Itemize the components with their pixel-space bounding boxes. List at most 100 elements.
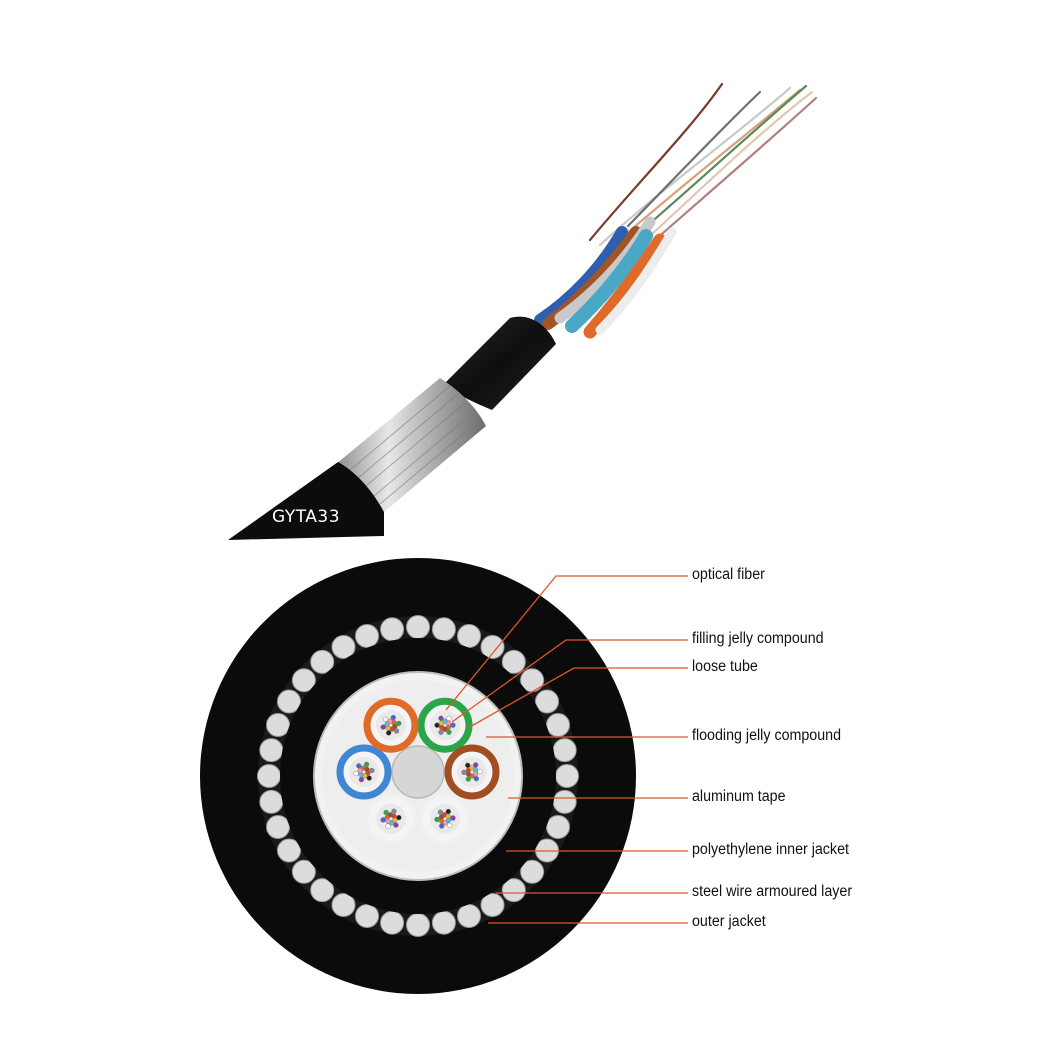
callout-optical-fiber: optical fiber — [692, 566, 765, 583]
steel-wire — [431, 617, 456, 642]
filling-jelly — [430, 803, 460, 834]
optical-fiber — [387, 718, 393, 724]
optical-fiber — [447, 822, 453, 828]
optical-fiber — [434, 816, 440, 823]
optical-fiber — [445, 808, 451, 815]
optical-fiber — [393, 822, 399, 828]
optical-fiber — [391, 808, 397, 814]
optical-fiber — [380, 817, 386, 823]
callout-filling-jelly-compound: filling jelly compound — [692, 630, 824, 647]
optical-fiber — [386, 730, 392, 736]
optical-fiber — [356, 763, 362, 769]
filling-jelly — [376, 803, 406, 834]
steel-wire — [291, 668, 316, 693]
steel-wire — [552, 789, 577, 814]
steel-wire — [259, 789, 284, 814]
steel-wire — [501, 878, 526, 903]
steel-wire — [406, 615, 430, 639]
central-strength-member — [391, 745, 445, 799]
steel-wire — [266, 815, 290, 839]
steel-wire — [431, 910, 456, 935]
leader-filling-jelly — [451, 639, 688, 723]
cross-section — [200, 558, 636, 994]
steel-wire — [535, 689, 559, 714]
steel-wire — [480, 893, 505, 917]
steel-wire — [331, 635, 356, 659]
leader-lines — [445, 575, 688, 924]
optical-fiber — [396, 720, 402, 727]
steel-wire — [501, 649, 526, 674]
optical-fiber — [446, 715, 452, 721]
steel-wire — [380, 617, 405, 642]
optical-fiber — [438, 729, 444, 735]
steel-wire — [546, 815, 570, 839]
filling-jelly — [349, 757, 379, 787]
steel-wire — [355, 624, 379, 648]
loose-tubes-side — [534, 216, 677, 339]
optical-fiber — [364, 761, 370, 768]
steel-wire — [277, 838, 301, 863]
steel-wire — [380, 910, 405, 935]
optical-fiber — [382, 716, 389, 723]
filling-jelly — [430, 710, 460, 741]
cable-model-label: GYTA33 — [272, 507, 341, 527]
optical-fiber — [446, 729, 452, 735]
optical-fiber — [442, 820, 449, 826]
steel-wire — [277, 689, 301, 714]
inner-jacket-side — [444, 316, 556, 410]
filling-jelly — [457, 757, 487, 787]
steel-wire — [480, 635, 505, 659]
steel-wire — [546, 713, 570, 737]
optical-fiber — [465, 762, 471, 768]
callout-outer-jacket: outer jacket — [692, 913, 766, 930]
steel-wire-strands — [349, 385, 481, 505]
callout-flooding-jelly-compound: flooding jelly compound — [692, 727, 842, 744]
steel-wire — [555, 764, 579, 788]
steel-wire — [310, 878, 335, 903]
callout-loose-tube: loose tube — [692, 658, 758, 675]
optical-fiber — [473, 771, 479, 777]
optical-fiber — [477, 768, 483, 775]
optical-fiber — [450, 722, 456, 728]
optical-fiber — [396, 814, 402, 821]
steel-wire — [257, 764, 281, 788]
optical-fiber — [465, 776, 471, 782]
steel-wire — [291, 859, 316, 884]
steel-wire-ring — [257, 615, 579, 937]
optical-fiber — [445, 720, 452, 726]
steel-wire — [331, 893, 356, 917]
optical-fiber — [461, 769, 467, 776]
optical-fiber — [437, 809, 444, 815]
steel-wire — [457, 904, 481, 928]
steel-wire — [457, 624, 481, 648]
filling-jelly — [376, 710, 406, 741]
steel-wire — [406, 913, 430, 937]
cable-side-view — [228, 82, 818, 540]
optical-fiber — [353, 770, 359, 777]
loose-tubes-section — [336, 697, 500, 845]
optical-fiber — [369, 767, 375, 774]
optical-fiber — [383, 809, 389, 816]
loose-fibers — [588, 82, 818, 250]
optical-fiber — [385, 823, 391, 829]
optical-fiber — [358, 776, 365, 783]
steel-wire-side — [336, 378, 486, 512]
callout-steel-wire-armoured-layer: steel wire armoured layer — [692, 883, 853, 900]
optical-fiber — [380, 724, 386, 730]
optical-fiber — [393, 728, 400, 734]
leader-loose-tube — [467, 667, 688, 729]
steel-wire — [259, 738, 284, 763]
steel-wire — [310, 649, 335, 674]
leader-optical-fiber — [445, 575, 688, 711]
optical-fiber — [385, 818, 391, 824]
steel-wire — [355, 904, 379, 928]
optical-fiber — [450, 815, 456, 821]
optical-fiber — [473, 762, 479, 768]
optical-fiber — [438, 715, 444, 721]
optical-fiber — [366, 775, 372, 781]
steel-wire — [552, 738, 577, 763]
optical-fiber — [357, 768, 363, 774]
steel-wire — [520, 859, 545, 884]
